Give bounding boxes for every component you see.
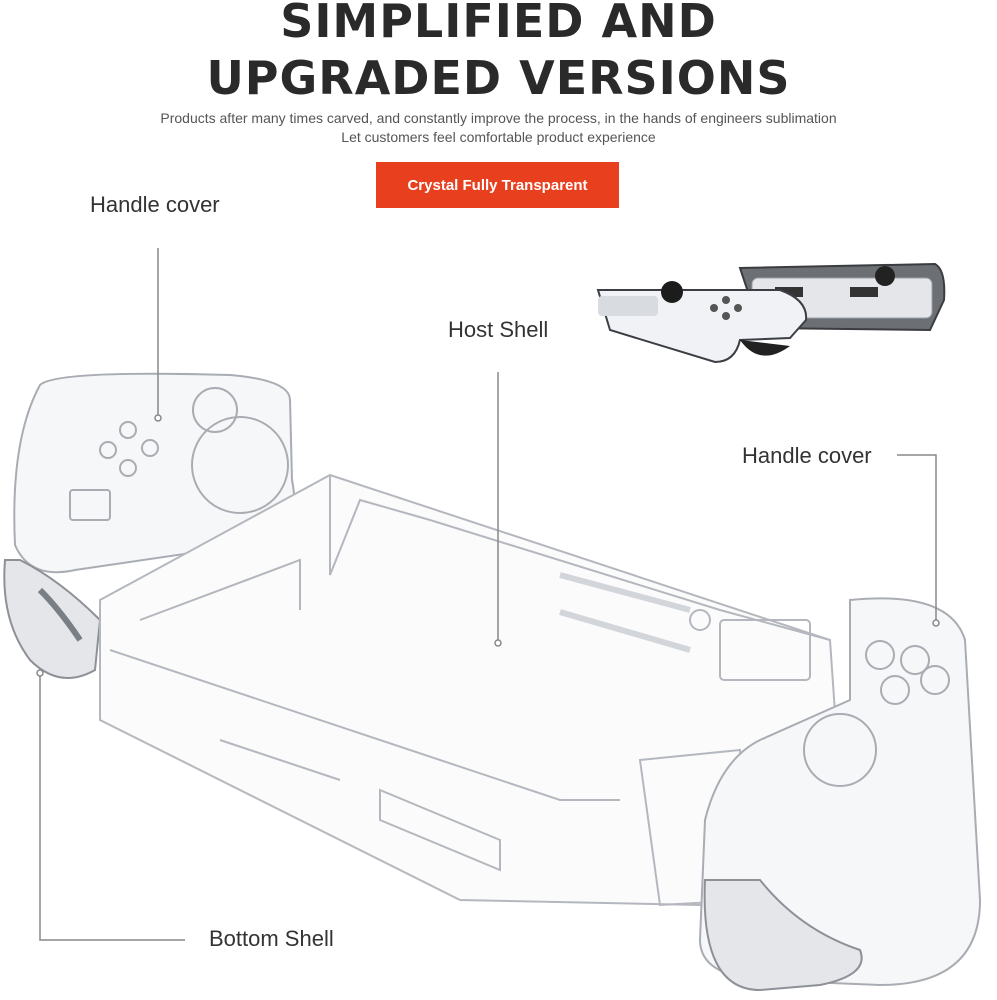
inset-controller-photo: [585, 262, 947, 368]
callout-lines: [36, 248, 940, 941]
right-handle-cover: [698, 597, 982, 992]
host-shell: [99, 473, 852, 932]
crystal-badge: Crystal Fully Transparent: [376, 162, 619, 208]
subtitle-line-1: Products after many times carved, and co…: [160, 110, 837, 126]
page-title-line-1: SIMPLIFIED AND: [280, 0, 717, 48]
callout-handle-cover-left: Handle cover: [90, 192, 220, 217]
callout-bottom-shell: Bottom Shell: [209, 926, 334, 951]
callout-handle-cover-right: Handle cover: [742, 443, 872, 468]
page-title-line-2: UPGRADED VERSIONS: [206, 51, 791, 105]
left-handle-cover: [3, 372, 296, 679]
callout-host-shell: Host Shell: [448, 317, 549, 342]
subtitle-line-2: Let customers feel comfortable product e…: [341, 129, 656, 145]
